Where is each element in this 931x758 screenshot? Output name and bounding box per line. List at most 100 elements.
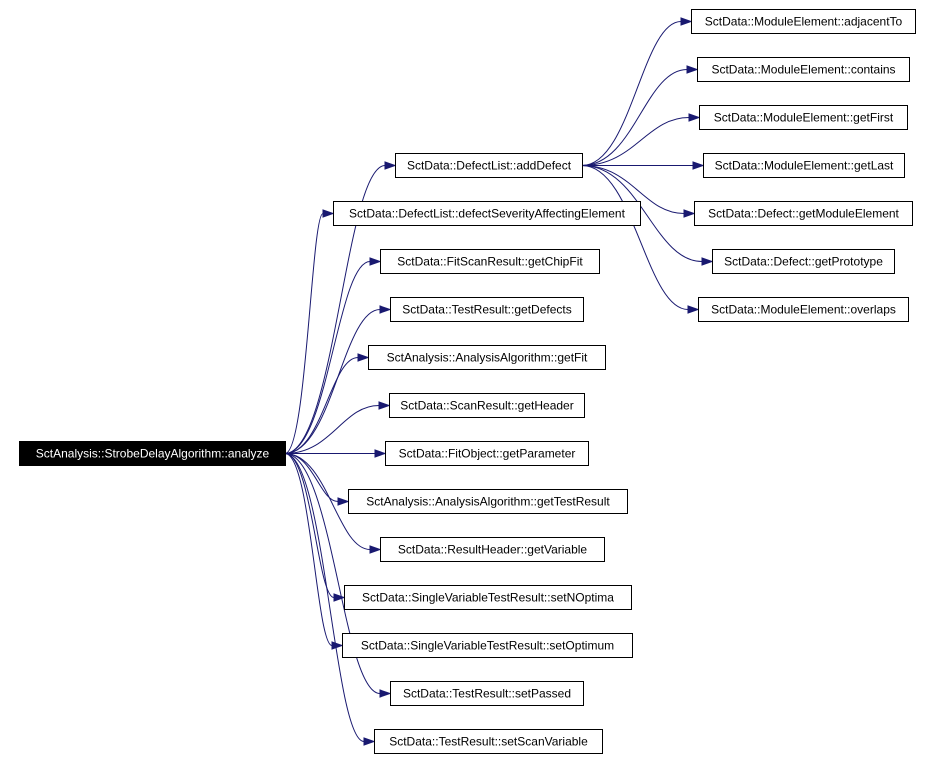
node-sctanalysis-analysisalgorithm-getfit-box: [368, 345, 606, 370]
edge-analyze-sctdata-fitscanresult-getchipfit-arrowhead: [369, 257, 382, 266]
edge-analyze-sctdata-testresult-setpassed-arrowhead: [379, 689, 392, 698]
node-sctdata-moduleelement-contains-label: SctData::ModuleElement::contains: [711, 63, 895, 77]
edge-analyze-sctdata-defectlist-adddefect-arrowhead: [384, 161, 397, 170]
node-sctdata-testresult-getdefects-box: [390, 297, 584, 322]
node-sctdata-fitscanresult-getchipfit[interactable]: SctData::FitScanResult::getChipFit: [380, 249, 600, 274]
node-sctdata-scanresult-getheader[interactable]: SctData::ScanResult::getHeader: [389, 393, 585, 418]
node-sctdata-fitscanresult-getchipfit-box: [380, 249, 600, 274]
edge-analyze-sctdata-singlevariabletestresult-setnoptima: [284, 453, 335, 598]
root-node-label: SctAnalysis::StrobeDelayAlgorithm::analy…: [36, 447, 270, 461]
node-sctanalysis-analysisalgorithm-gettestresult-label: SctAnalysis::AnalysisAlgorithm::getTestR…: [366, 495, 610, 509]
edge-analyze-sctdata-fitobject-getparameter-arrowhead: [374, 449, 387, 458]
edge-adddefect-sctdata-moduleelement-adjacentto: [581, 21, 682, 166]
edge-analyze-sctdata-scanresult-getheader: [284, 405, 380, 454]
node-sctdata-defect-getmoduleelement-label: SctData::Defect::getModuleElement: [708, 207, 899, 221]
edge-analyze-sctanalysis-analysisalgorithm-getfit-arrowhead: [357, 353, 370, 362]
node-sctdata-moduleelement-contains-box: [697, 57, 910, 82]
node-sctdata-moduleelement-adjacentto[interactable]: SctData::ModuleElement::adjacentTo: [691, 9, 916, 34]
node-sctdata-singlevariabletestresult-setnoptima[interactable]: SctData::SingleVariableTestResult::setNO…: [344, 585, 632, 610]
node-sctdata-defectlist-adddefect-box: [395, 153, 583, 178]
edge-analyze-sctdata-scanresult-getheader-arrowhead: [378, 401, 391, 410]
node-sctdata-singlevariabletestresult-setnoptima-label: SctData::SingleVariableTestResult::setNO…: [362, 591, 614, 605]
node-sctdata-scanresult-getheader-box: [389, 393, 585, 418]
edge-adddefect-sctdata-moduleelement-contains: [581, 69, 688, 166]
edge-analyze-sctdata-testresult-setscanvariable-arrowhead: [363, 737, 376, 746]
node-sctdata-fitobject-getparameter-label: SctData::FitObject::getParameter: [399, 447, 576, 461]
node-sctdata-fitscanresult-getchipfit-label: SctData::FitScanResult::getChipFit: [397, 255, 583, 269]
node-sctdata-fitobject-getparameter[interactable]: SctData::FitObject::getParameter: [385, 441, 589, 466]
edge-adddefect-sctdata-defect-getmoduleelement: [581, 165, 685, 214]
node-sctdata-singlevariabletestresult-setoptimum-box: [342, 633, 633, 658]
node-sctdata-resultheader-getvariable[interactable]: SctData::ResultHeader::getVariable: [380, 537, 605, 562]
edge-analyze-sctdata-defectlist-defectseverityaffectingelement-arrowhead: [322, 209, 335, 218]
node-sctdata-moduleelement-adjacentto-label: SctData::ModuleElement::adjacentTo: [705, 15, 903, 29]
edge-analyze-sctdata-resultheader-getvariable: [284, 453, 371, 550]
node-sctdata-testresult-setscanvariable-label: SctData::TestResult::setScanVariable: [389, 735, 588, 749]
node-sctdata-defectlist-defectseverityaffectingelement[interactable]: SctData::DefectList::defectSeverityAffec…: [333, 201, 641, 226]
node-sctdata-defect-getprototype-box: [712, 249, 895, 274]
node-sctdata-moduleelement-getlast[interactable]: SctData::ModuleElement::getLast: [703, 153, 905, 178]
edge-analyze-sctdata-testresult-setpassed: [284, 453, 381, 694]
node-sctdata-defect-getmoduleelement[interactable]: SctData::Defect::getModuleElement: [694, 201, 913, 226]
edge-adddefect-sctdata-moduleelement-overlaps-arrowhead: [687, 305, 700, 314]
node-sctdata-testresult-setpassed-label: SctData::TestResult::setPassed: [403, 687, 571, 701]
node-sctdata-singlevariabletestresult-setoptimum[interactable]: SctData::SingleVariableTestResult::setOp…: [342, 633, 633, 658]
node-sctdata-moduleelement-contains[interactable]: SctData::ModuleElement::contains: [697, 57, 910, 82]
edge-adddefect-sctdata-moduleelement-adjacentto-arrowhead: [680, 17, 693, 26]
node-sctdata-defect-getprototype[interactable]: SctData::Defect::getPrototype: [712, 249, 895, 274]
node-sctdata-testresult-getdefects[interactable]: SctData::TestResult::getDefects: [390, 297, 584, 322]
node-sctdata-testresult-setscanvariable[interactable]: SctData::TestResult::setScanVariable: [374, 729, 603, 754]
edge-analyze-sctdata-defectlist-adddefect: [284, 165, 386, 454]
node-sctdata-defect-getmoduleelement-box: [694, 201, 913, 226]
node-sctdata-resultheader-getvariable-label: SctData::ResultHeader::getVariable: [398, 543, 588, 557]
node-sctdata-resultheader-getvariable-box: [380, 537, 605, 562]
edge-analyze-sctanalysis-analysisalgorithm-gettestresult-arrowhead: [337, 497, 350, 506]
node-sctanalysis-analysisalgorithm-getfit[interactable]: SctAnalysis::AnalysisAlgorithm::getFit: [368, 345, 606, 370]
node-sctanalysis-analysisalgorithm-getfit-label: SctAnalysis::AnalysisAlgorithm::getFit: [387, 351, 588, 365]
node-sctdata-defectlist-defectseverityaffectingelement-label: SctData::DefectList::defectSeverityAffec…: [349, 207, 626, 221]
edge-adddefect-sctdata-moduleelement-overlaps: [581, 165, 689, 310]
node-sctdata-testresult-getdefects-label: SctData::TestResult::getDefects: [402, 303, 571, 317]
node-sctdata-testresult-setpassed[interactable]: SctData::TestResult::setPassed: [390, 681, 584, 706]
edge-adddefect-sctdata-defect-getprototype: [581, 165, 703, 262]
edge-analyze-sctdata-singlevariabletestresult-setoptimum: [284, 453, 333, 646]
node-sctdata-defectlist-adddefect-label: SctData::DefectList::addDefect: [407, 159, 572, 173]
edge-analyze-sctdata-singlevariabletestresult-setoptimum-arrowhead: [331, 641, 344, 650]
edge-analyze-sctdata-testresult-setscanvariable: [284, 453, 365, 742]
node-sctdata-fitobject-getparameter-box: [385, 441, 589, 466]
edge-analyze-sctanalysis-analysisalgorithm-getfit: [284, 357, 359, 454]
edge-adddefect-sctdata-moduleelement-getfirst: [581, 117, 690, 166]
root-node-box: [19, 441, 286, 466]
node-sctdata-moduleelement-getfirst[interactable]: SctData::ModuleElement::getFirst: [699, 105, 908, 130]
node-sctdata-moduleelement-getlast-box: [703, 153, 905, 178]
edge-adddefect-sctdata-defect-getprototype-arrowhead: [701, 257, 714, 266]
node-sctanalysis-analysisalgorithm-gettestresult-box: [348, 489, 628, 514]
node-sctdata-moduleelement-getfirst-box: [699, 105, 908, 130]
node-sctdata-moduleelement-overlaps-box: [698, 297, 909, 322]
node-sctdata-testresult-setscanvariable-box: [374, 729, 603, 754]
edge-adddefect-sctdata-defect-getmoduleelement-arrowhead: [683, 209, 696, 218]
edge-analyze-sctdata-testresult-getdefects-arrowhead: [379, 305, 392, 314]
node-sctdata-testresult-setpassed-box: [390, 681, 584, 706]
root-node[interactable]: SctAnalysis::StrobeDelayAlgorithm::analy…: [19, 441, 286, 466]
edge-adddefect-sctdata-moduleelement-getfirst-arrowhead: [688, 113, 701, 122]
node-sctdata-moduleelement-overlaps-label: SctData::ModuleElement::overlaps: [711, 303, 896, 317]
node-sctdata-moduleelement-getlast-label: SctData::ModuleElement::getLast: [715, 159, 894, 173]
edge-analyze-sctdata-resultheader-getvariable-arrowhead: [369, 545, 382, 554]
node-sctanalysis-analysisalgorithm-gettestresult[interactable]: SctAnalysis::AnalysisAlgorithm::getTestR…: [348, 489, 628, 514]
edge-analyze-sctdata-defectlist-defectseverityaffectingelement: [284, 213, 324, 454]
edge-analyze-sctdata-fitscanresult-getchipfit: [284, 261, 371, 454]
edge-adddefect-sctdata-moduleelement-getlast-arrowhead: [692, 161, 705, 170]
node-sctdata-defect-getprototype-label: SctData::Defect::getPrototype: [724, 255, 883, 269]
edge-analyze-sctdata-singlevariabletestresult-setnoptima-arrowhead: [333, 593, 346, 602]
node-sctdata-moduleelement-getfirst-label: SctData::ModuleElement::getFirst: [714, 111, 894, 125]
node-sctdata-defectlist-adddefect[interactable]: SctData::DefectList::addDefect: [395, 153, 583, 178]
node-sctdata-scanresult-getheader-label: SctData::ScanResult::getHeader: [400, 399, 573, 413]
node-sctdata-moduleelement-adjacentto-box: [691, 9, 916, 34]
node-sctdata-defectlist-defectseverityaffectingelement-box: [333, 201, 641, 226]
node-sctdata-singlevariabletestresult-setoptimum-label: SctData::SingleVariableTestResult::setOp…: [361, 639, 614, 653]
edge-adddefect-sctdata-moduleelement-contains-arrowhead: [686, 65, 699, 74]
node-sctdata-singlevariabletestresult-setnoptima-box: [344, 585, 632, 610]
node-sctdata-moduleelement-overlaps[interactable]: SctData::ModuleElement::overlaps: [698, 297, 909, 322]
